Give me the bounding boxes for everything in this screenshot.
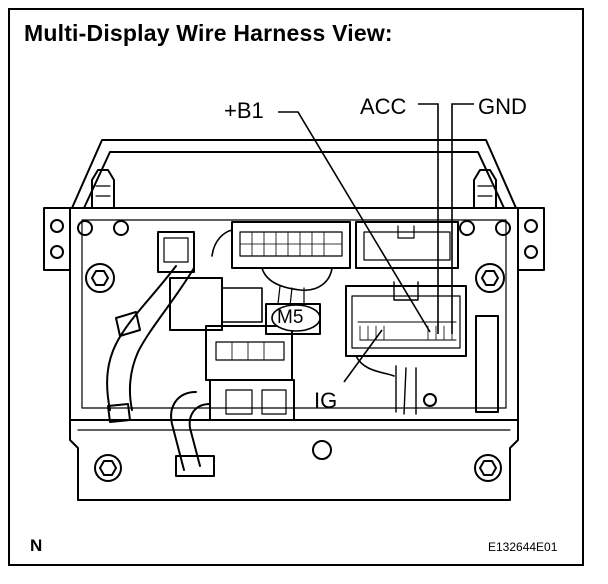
bottom-bracket xyxy=(69,419,519,501)
acc-label: ACC xyxy=(360,94,407,119)
gnd-label: GND xyxy=(478,94,527,119)
ig-leader-line xyxy=(343,329,383,383)
left-clip xyxy=(91,169,115,209)
gnd-leader-line xyxy=(451,103,474,334)
right-clip xyxy=(473,169,497,209)
top-right-connector xyxy=(355,221,459,269)
b1-label: +B1 xyxy=(224,98,264,123)
left-harness xyxy=(106,265,177,411)
unit-top-cover xyxy=(71,139,517,209)
left-mount-ear xyxy=(43,207,71,271)
main-connector-wires xyxy=(395,365,417,415)
diagram-title: Multi-Display Wire Harness View: xyxy=(24,20,393,46)
m5-label: M5 xyxy=(277,307,304,328)
top-center-connector xyxy=(231,221,351,269)
main-power-connector xyxy=(345,285,467,357)
lower-cable xyxy=(170,391,197,471)
north-indicator: N xyxy=(30,536,43,555)
b1-leader-line xyxy=(278,111,431,333)
left-square-connector xyxy=(157,231,195,273)
m5-connector-body xyxy=(265,303,321,335)
ig-label: IG xyxy=(314,388,338,413)
acc-leader-line xyxy=(418,103,439,334)
m5-callout-bubble xyxy=(271,304,321,332)
screw-bosses xyxy=(85,263,505,482)
relay-module xyxy=(169,277,223,331)
right-slot xyxy=(475,315,499,413)
right-mount-ear xyxy=(517,207,545,271)
figure-code: E132644E01 xyxy=(488,540,558,554)
